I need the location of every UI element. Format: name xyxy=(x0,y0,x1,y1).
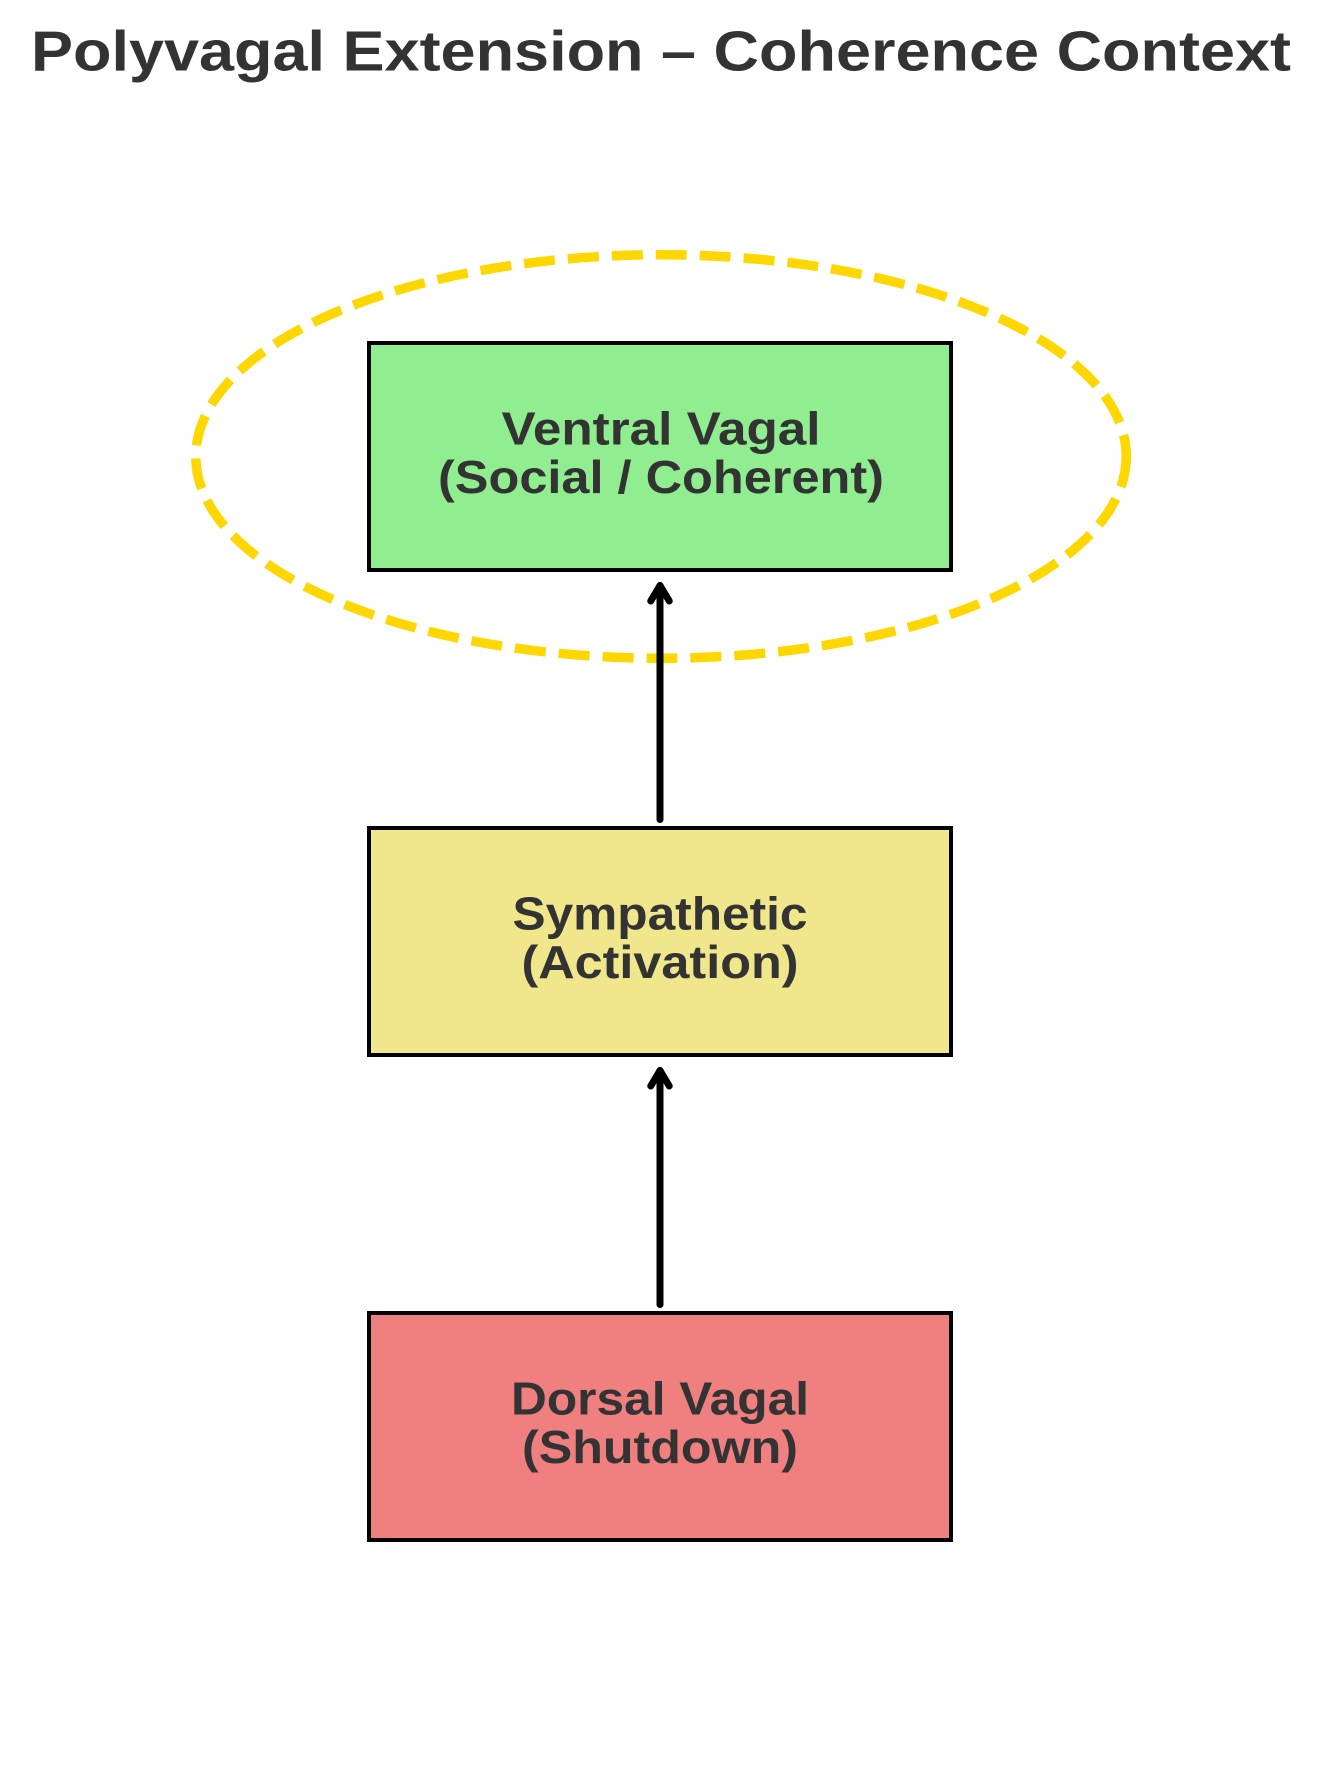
svg-text:(Activation): (Activation) xyxy=(522,936,799,988)
svg-text:(Shutdown): (Shutdown) xyxy=(522,1421,798,1473)
svg-text:Dorsal Vagal: Dorsal Vagal xyxy=(511,1373,809,1425)
svg-text:Sympathetic: Sympathetic xyxy=(513,888,808,940)
svg-text:Ventral Vagal: Ventral Vagal xyxy=(502,403,821,455)
svg-text:(Social / Coherent): (Social / Coherent) xyxy=(438,451,884,503)
svg-text:Polyvagal Extension – Coherenc: Polyvagal Extension – Coherence Context xyxy=(31,20,1291,84)
